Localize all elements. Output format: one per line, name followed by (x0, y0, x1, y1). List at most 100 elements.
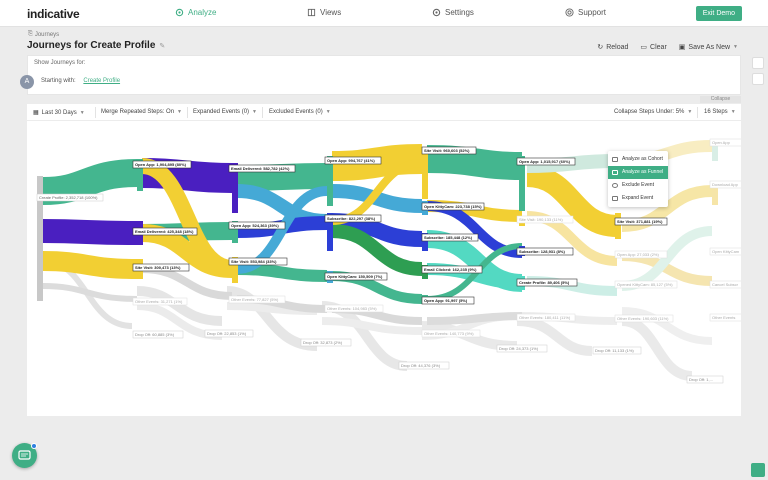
node-label[interactable]: Email Delivered: 582,782 (42%) (228, 164, 296, 173)
node-bar[interactable] (712, 141, 718, 161)
steps-dropdown[interactable]: 16 Steps ▼ (704, 109, 736, 115)
node-label-text: Subscribe: 822,297 (38%) (327, 216, 376, 221)
flow-link[interactable] (236, 163, 328, 191)
node-label[interactable]: Open App: 1,904,895 (80%) (132, 160, 192, 169)
panel-toggle-icon[interactable] (752, 73, 764, 85)
node-label[interactable]: Subscribe: 185,448 (12%) (421, 233, 479, 242)
node-label[interactable]: Drop Off: 60,885 (3%) (132, 330, 184, 339)
flow-link[interactable] (42, 251, 138, 279)
flow-link[interactable] (331, 224, 423, 276)
node-label[interactable]: Site Visit: 553,984 (33%) (228, 257, 288, 266)
node-label[interactable]: Other Events: 140,773 (9%) (421, 329, 481, 338)
flow-link[interactable] (426, 145, 523, 180)
excluded-events-dropdown[interactable]: Excluded Events (0) ▼ (269, 109, 331, 115)
node-label[interactable]: Drop Off: 1,... (686, 375, 724, 384)
node-bar[interactable] (422, 233, 428, 251)
flow-link[interactable] (621, 307, 713, 345)
menu-item-analyze-funnel[interactable]: Analyze as Funnel (608, 166, 668, 179)
nav-views[interactable]: Views (307, 8, 341, 17)
node-label[interactable]: Site Visit: 960,603 (52%) (421, 146, 477, 155)
node-label-text: Site Visit: 190,133 (11%) (519, 217, 563, 222)
edit-pencil-icon[interactable]: ✎ (159, 42, 166, 50)
node-label[interactable]: Open App (709, 138, 741, 147)
node-bar[interactable] (327, 156, 333, 206)
flow-link[interactable] (236, 186, 328, 274)
node-bar[interactable] (327, 213, 333, 251)
node-bar[interactable] (712, 181, 718, 205)
flow-link[interactable] (621, 316, 693, 381)
node-label[interactable]: Subscribe: 822,297 (38%) (324, 214, 382, 223)
node-label[interactable]: Open App: 994,767 (41%) (324, 156, 382, 165)
node-label[interactable]: Cancel Subscr (709, 280, 741, 289)
date-range-dropdown[interactable]: ▦ Last 30 Days ▼ (33, 109, 85, 117)
node-label[interactable]: Other Events: 77,827 (5%) (228, 295, 286, 304)
node-label[interactable]: Other Events: 180,411 (11%) (516, 313, 576, 322)
nav-support[interactable]: Support (565, 8, 606, 17)
node-label[interactable]: Other Events: 104,983 (5%) (324, 304, 384, 313)
flow-link[interactable] (331, 184, 423, 213)
node-label[interactable]: Open App: 91,997 (5%) (421, 296, 475, 305)
node-label[interactable]: Opened KittyCam: 85,127 (5%) (614, 280, 678, 289)
node-label[interactable]: Site Visit: 371,881 (19%) (614, 217, 668, 226)
node-label[interactable]: Drop Off: 24,373 (1%) (496, 344, 548, 353)
flow-link[interactable] (140, 158, 234, 276)
node-label[interactable]: Other Events: 190,603 (11%) (614, 314, 674, 323)
node-label[interactable]: Other Events (709, 313, 741, 322)
node-label[interactable]: Drop Off: 22,853 (1%) (204, 329, 254, 338)
node-label[interactable]: Drop Off: 32,873 (2%) (300, 338, 352, 347)
node-label[interactable]: Open KittyCam: 223,738 (15%) (421, 202, 485, 211)
node-label[interactable]: Other Events: 31,271 (1%) (132, 297, 188, 306)
node-label[interactable]: Email Delivered: 425,348 (18%) (132, 227, 198, 236)
node-label[interactable]: Download App (709, 180, 741, 189)
exit-demo-button[interactable]: Exit Demo (695, 6, 742, 21)
clear-button[interactable]: ▭Clear (640, 43, 666, 52)
node-bar[interactable] (519, 156, 525, 211)
menu-item-exclude-event[interactable]: Exclude Event (608, 179, 668, 192)
node-bar[interactable] (232, 257, 238, 283)
collapse-steps-dropdown[interactable]: Collapse Steps Under: 5% ▼ (614, 109, 692, 115)
flow-link[interactable] (136, 286, 223, 326)
flow-link[interactable] (426, 312, 523, 325)
node-bar[interactable] (232, 221, 238, 243)
flow-link[interactable] (321, 317, 423, 335)
node-bar[interactable] (137, 159, 143, 191)
node-label[interactable]: Drop Off: 11,133 (1%) (592, 346, 642, 355)
node-label[interactable]: Open App: 1,015,917 (60%) (516, 157, 576, 166)
reload-button[interactable]: ↻Reload (597, 43, 628, 52)
node-label[interactable]: Open App: 524,363 (39%) (228, 221, 286, 230)
node-bar[interactable] (422, 149, 428, 199)
node-label[interactable]: Drop Off: 44,376 (3%) (398, 361, 450, 370)
node-label[interactable]: Open KittyCam (709, 247, 741, 256)
merge-steps-dropdown[interactable]: Merge Repeated Steps: On ▼ (101, 109, 182, 115)
breadcrumb[interactable]: ⎘ Journeys (28, 31, 59, 38)
flow-link[interactable] (526, 165, 618, 237)
flow-link[interactable] (42, 159, 138, 205)
tag-icon (612, 196, 618, 201)
nav-analyze[interactable]: Analyze (175, 8, 216, 17)
nav-settings[interactable]: Settings (432, 8, 474, 17)
menu-item-expand-event[interactable]: Expand Event (608, 192, 668, 205)
save-as-new-button[interactable]: ▣Save As New▼ (679, 43, 738, 52)
node-label-text: Drop Off: 32,873 (2%) (303, 340, 343, 345)
node-bar[interactable] (232, 163, 238, 213)
flow-link[interactable] (42, 219, 138, 245)
expanded-events-dropdown[interactable]: Expanded Events (0) ▼ (193, 109, 257, 115)
menu-item-analyze-cohort[interactable]: Analyze as Cohort (608, 153, 668, 166)
node-label[interactable]: Create Profile: 89,406 (5%) (516, 278, 578, 287)
node-label[interactable]: Site Visit: 300,473 (13%) (132, 263, 190, 272)
starting-event-link[interactable]: Create Profile (83, 78, 121, 84)
node-label[interactable]: Create Profile: 2,352,718 (100%) (36, 193, 104, 202)
flow-link[interactable] (516, 316, 593, 356)
collapse-tab[interactable]: Collapse (700, 96, 741, 103)
home-icon[interactable] (751, 463, 765, 477)
node-label[interactable]: Open App: 27,033 (2%) (614, 250, 668, 259)
node-label[interactable]: Email Clicked: 162,235 (9%) (421, 265, 483, 274)
node-label[interactable]: Open KittyCam: 150,509 (7%) (324, 272, 388, 281)
node-label[interactable]: Site Visit: 190,133 (11%) (516, 215, 574, 224)
node-bar[interactable] (615, 213, 621, 239)
flow-link[interactable] (42, 283, 138, 302)
sidebar-toggle-icon[interactable] (752, 57, 764, 69)
indicative-logo[interactable]: indicative (27, 7, 80, 21)
node-bar[interactable] (37, 176, 43, 301)
node-label[interactable]: Subscribe: 128,931 (8%) (516, 247, 574, 256)
